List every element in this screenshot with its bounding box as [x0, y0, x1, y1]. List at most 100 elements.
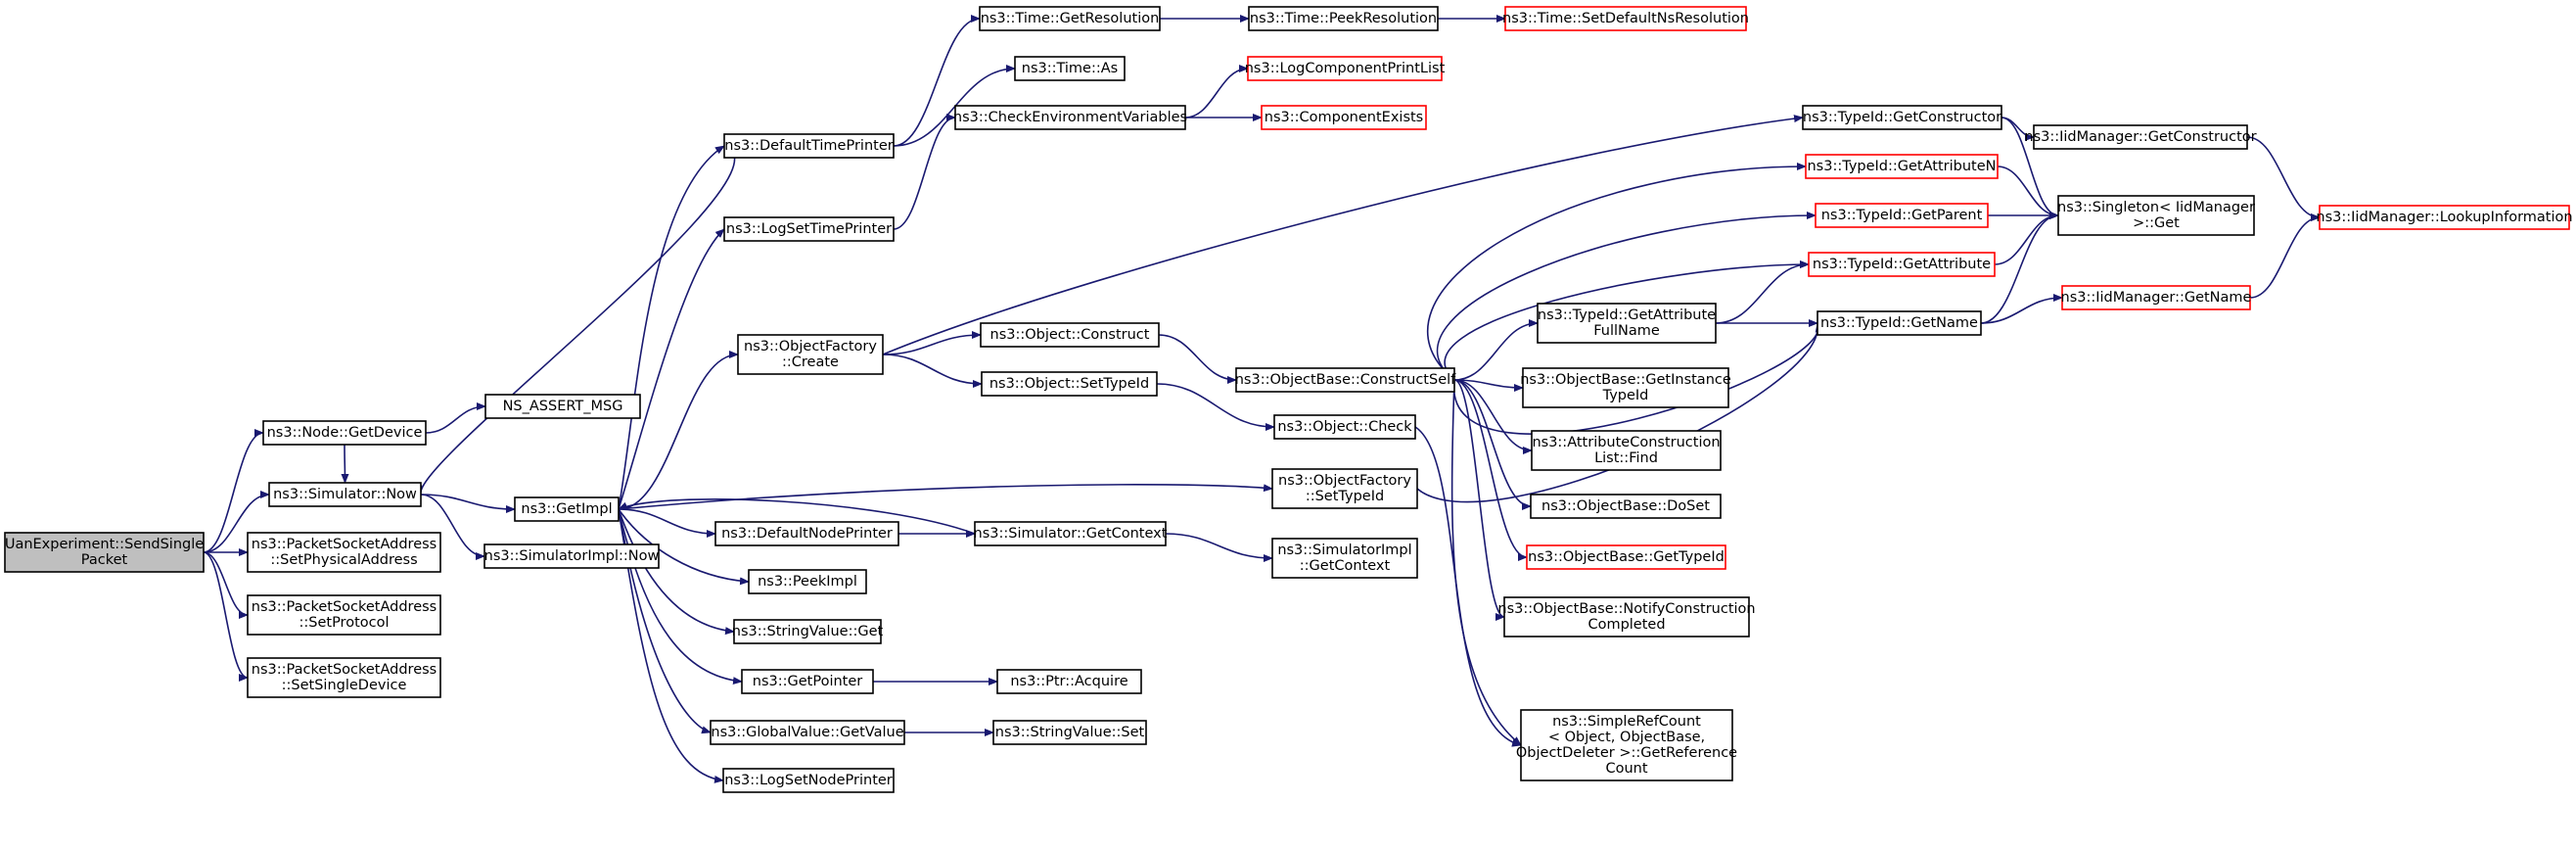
node-objconstruct[interactable]: ns3::Object::Construct — [980, 322, 1160, 348]
node-checkenv[interactable]: ns3::CheckEnvironmentVariables — [953, 105, 1187, 130]
edge-path — [1158, 334, 1237, 384]
node-box — [1817, 310, 1982, 336]
edge-path — [1453, 379, 1528, 561]
node-box — [2061, 285, 2251, 310]
node-simimplnow[interactable]: ns3::SimulatorImpl::Now — [483, 543, 660, 569]
node-label: List::Find — [1594, 450, 1658, 466]
node-label: ns3::PacketSocketAddress — [252, 599, 437, 615]
node-tidgetname[interactable]: ns3::TypeId::GetName — [1817, 310, 1982, 336]
node-assertmsg[interactable]: NS_ASSERT_MSG — [484, 394, 641, 419]
edge-path — [1453, 322, 1825, 435]
edge-tidgetname-to-singletonget — [1980, 212, 2059, 324]
node-setproto[interactable]: ns3::PacketSocketAddress::SetProtocol — [247, 594, 441, 636]
node-tidgetattr[interactable]: ns3::TypeId::GetAttribute — [1808, 252, 1996, 277]
node-objbasegettid[interactable]: ns3::ObjectBase::GetTypeId — [1526, 544, 1726, 570]
edge-path — [414, 145, 736, 496]
node-timeas[interactable]: ns3::Time::As — [1014, 56, 1126, 81]
node-compexists[interactable]: ns3::ComponentExists — [1261, 105, 1427, 130]
node-objfactcreate[interactable]: ns3::ObjectFactory::Create — [737, 334, 884, 375]
node-simnow[interactable]: ns3::Simulator::Now — [268, 482, 422, 507]
node-label: ns3::TypeId::GetAttributeN — [1807, 159, 1996, 174]
node-label: Packet — [81, 552, 128, 568]
edge-path — [425, 402, 486, 434]
node-getimpl[interactable]: ns3::GetImpl — [514, 496, 620, 522]
node-tidgetattrn[interactable]: ns3::TypeId::GetAttributeN — [1805, 154, 1999, 179]
node-iidmgrgetname[interactable]: ns3::IidManager::GetName — [2061, 285, 2252, 310]
node-label: ns3::IidManager::GetConstructor — [2024, 129, 2256, 145]
node-timepeekres[interactable]: ns3::Time::PeekResolution — [1248, 6, 1439, 31]
node-label: ns3::AttributeConstruction — [1532, 435, 1720, 450]
node-box — [268, 482, 422, 507]
edge-objbaseconstruct-to-tidgetattrfull — [1453, 319, 1539, 381]
node-box — [247, 657, 441, 698]
node-box — [1271, 468, 1418, 509]
edge-objfactcreate-to-objconstruct — [882, 331, 982, 355]
edge-path — [618, 508, 716, 538]
edges-layer — [203, 15, 2321, 783]
node-box — [1526, 544, 1726, 570]
node-tidgetparent[interactable]: ns3::TypeId::GetParent — [1815, 203, 1989, 228]
edge-getdevice-to-assertmsg — [425, 402, 486, 434]
edge-path — [1453, 379, 1533, 454]
node-box — [2319, 205, 2570, 230]
node-simgetcontext[interactable]: ns3::Simulator::GetContext — [974, 521, 1168, 546]
node-objbaseconstruct[interactable]: ns3::ObjectBase::ConstructSelf — [1235, 367, 1456, 393]
edge-tidgetattr-to-singletonget — [1994, 212, 2059, 265]
node-objbasedoset[interactable]: ns3::ObjectBase::DoSet — [1530, 494, 1722, 519]
node-objcheck[interactable]: ns3::Object::Check — [1273, 414, 1416, 440]
edge-tidgetattrfull-to-tidgetattr — [1715, 260, 1810, 324]
node-label: ns3::TypeId::GetName — [1820, 315, 1978, 331]
node-box — [974, 521, 1167, 546]
edge-root-to-simnow — [203, 491, 270, 553]
node-label: ns3::TypeId::GetAttribute — [1538, 307, 1716, 323]
edge-logsettimeprinter-to-checkenv — [893, 114, 956, 230]
node-objsettypeid[interactable]: ns3::Object::SetTypeId — [981, 371, 1158, 397]
node-iidmgrgetctor[interactable]: ns3::IidManager::GetConstructor — [2024, 124, 2257, 150]
node-strvalget[interactable]: ns3::StringValue::Get — [732, 619, 884, 644]
node-logsettimeprinter[interactable]: ns3::LogSetTimePrinter — [723, 216, 895, 242]
node-setsingle[interactable]: ns3::PacketSocketAddress::SetSingleDevic… — [247, 657, 441, 698]
node-logsetnodeprinter[interactable]: ns3::LogSetNodePrinter — [722, 768, 895, 793]
node-box — [723, 133, 895, 159]
edge-deftimeprinter-to-timeas — [893, 65, 1016, 147]
node-label: ns3::ObjectBase::DoSet — [1541, 498, 1710, 514]
edge-getimpl-to-logsettimeprinter — [618, 228, 725, 510]
node-logcompprint[interactable]: ns3::LogComponentPrintList — [1245, 56, 1446, 81]
node-label: FullName — [1593, 323, 1660, 339]
node-label: Completed — [1587, 617, 1665, 633]
node-peekimpl[interactable]: ns3::PeekImpl — [748, 569, 867, 594]
node-iidmgrlookup[interactable]: ns3::IidManager::LookupInformation — [2316, 205, 2573, 230]
node-ptracquire[interactable]: ns3::Ptr::Acquire — [996, 669, 1142, 694]
edge-getimpl-to-strvalget — [618, 508, 735, 636]
node-strvalset[interactable]: ns3::StringValue::Set — [992, 720, 1147, 745]
node-label: ObjectDeleter >::GetReference — [1516, 745, 1737, 761]
node-objbasenotify[interactable]: ns3::ObjectBase::NotifyConstructionCompl… — [1497, 596, 1756, 638]
node-deftimeprinter[interactable]: ns3::DefaultTimePrinter — [723, 133, 895, 159]
node-objfactsettypeid[interactable]: ns3::ObjectFactory::SetTypeId — [1271, 468, 1418, 509]
node-getdevice[interactable]: ns3::Node::GetDevice — [262, 420, 427, 446]
node-globgetvalue[interactable]: ns3::GlobalValue::GetValue — [710, 720, 905, 745]
node-box — [262, 420, 427, 446]
node-getpointer[interactable]: ns3::GetPointer — [741, 669, 874, 694]
node-box — [1261, 105, 1427, 130]
node-box — [1248, 6, 1439, 31]
edge-path — [618, 508, 724, 783]
node-timesetdefns[interactable]: ns3::Time::SetDefaultNsResolution — [1502, 6, 1749, 31]
edge-tidgetattrn-to-singletonget — [1997, 165, 2059, 219]
node-timegetres[interactable]: ns3::Time::GetResolution — [979, 6, 1161, 31]
node-label: ns3::DefaultNodePrinter — [721, 526, 893, 542]
node-defnodeprinter[interactable]: ns3::DefaultNodePrinter — [714, 521, 899, 546]
node-simplerefcount[interactable]: ns3::SimpleRefCount< Object, ObjectBase,… — [1516, 709, 1737, 781]
node-tidgetconstructor[interactable]: ns3::TypeId::GetConstructor — [1802, 105, 2002, 130]
node-singletonget[interactable]: ns3::Singleton< IidManager>::Get — [2057, 195, 2255, 236]
node-simimplgetctx[interactable]: ns3::SimulatorImpl::GetContext — [1271, 538, 1418, 579]
node-setphys[interactable]: ns3::PacketSocketAddress::SetPhysicalAdd… — [247, 532, 441, 573]
node-box — [737, 334, 884, 375]
node-label: ns3::TypeId::GetParent — [1821, 208, 1983, 223]
node-label: TypeId — [1602, 388, 1649, 403]
